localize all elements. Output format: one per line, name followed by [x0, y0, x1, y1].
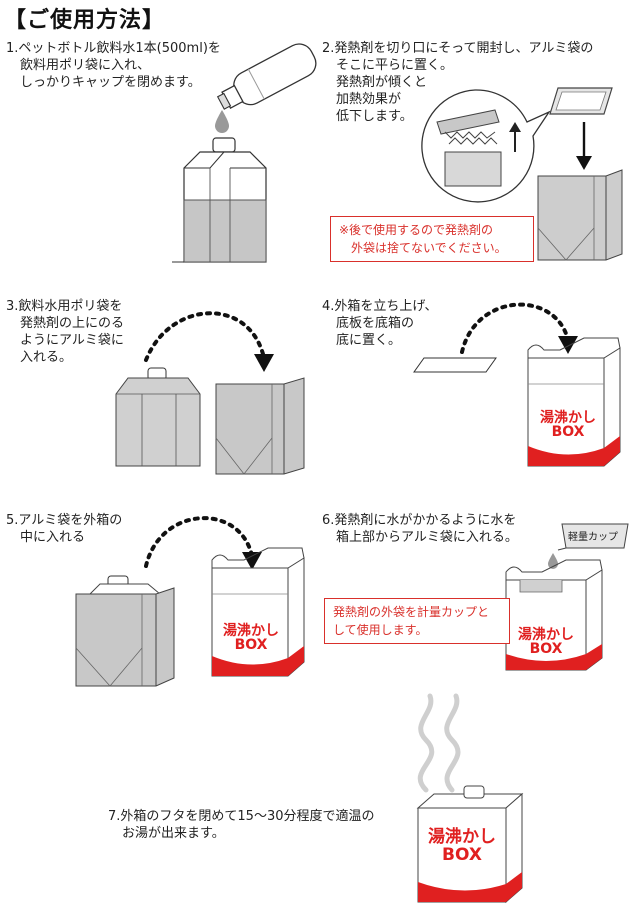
step-6-note-line-1: 発熱剤の外袋を計量カップと: [333, 605, 490, 619]
step-7-text: 7.外箱のフタを閉めて15〜30分程度で適温の お湯が出来ます。: [108, 808, 375, 842]
step-6-line-2: 箱上部からアルミ袋に入れる。: [336, 530, 518, 545]
step-2-text: 2.発熱剤を切り口にそって開封し、アルミ袋の そこに平らに置く。 発熱剤が傾くと…: [322, 40, 593, 125]
step-1-line-3: しっかりキャップを閉めます。: [20, 75, 201, 90]
step-2-sub-2: 加熱効果が: [336, 92, 402, 107]
box-label-step-7-line-2: BOX: [442, 845, 482, 865]
measuring-cup-label: 軽量カップ: [568, 532, 618, 543]
heater-bubble-illustration: [421, 89, 551, 203]
step-1-text: 1.ペットボトル飲料水1本(500ml)を 飲料用ポリ袋に入れ、 しっかりキャッ…: [6, 40, 221, 91]
poly-bag-step-3: [115, 367, 201, 467]
step-6-note: 発熱剤の外袋を計量カップと して使用します。: [324, 598, 510, 644]
step-2-sub-3: 低下します。: [336, 109, 413, 124]
open-box-step-4: [527, 337, 621, 467]
step-3-text: 3.飲料水用ポリ袋を 発熱剤の上にのる ようにアルミ袋に 入れる。: [6, 298, 124, 366]
step-5-line-2: 中に入れる: [20, 530, 86, 545]
box-label-step-6: 湯沸かし BOX: [506, 628, 586, 656]
box-label-step-6-line-2: BOX: [529, 641, 563, 657]
measuring-cup-illustration: [557, 523, 629, 551]
step-3-line-4: 入れる。: [20, 350, 73, 365]
step-7-line-1: 7.外箱のフタを閉めて15〜30分程度で適温の: [108, 809, 375, 824]
box-label-step-4-line-1: 湯沸かし: [540, 410, 596, 426]
step-2-line-1: 2.発熱剤を切り口にそって開封し、アルミ袋の: [322, 41, 594, 56]
water-drop-icon: [215, 110, 229, 133]
box-label-step-7: 湯沸かし BOX: [418, 828, 506, 864]
dotted-arrow-step-3: [144, 311, 274, 372]
open-box-step-6: [505, 559, 603, 671]
step-3-line-1: 3.飲料水用ポリ袋を: [6, 299, 123, 314]
box-label-step-4-line-2: BOX: [551, 424, 585, 440]
steam-illustration: [417, 693, 461, 793]
down-arrow-icon: [576, 122, 592, 170]
step-1-line-2: 飲料用ポリ袋に入れ、: [20, 58, 151, 73]
box-label-step-5-line-2: BOX: [234, 637, 268, 653]
poly-bag-illustration: [172, 137, 267, 263]
box-label-step-5: 湯沸かし BOX: [213, 624, 289, 652]
aluminum-bag-step-5: [75, 575, 175, 687]
closed-box-illustration: [416, 785, 524, 904]
step-4-line-3: 底に置く。: [336, 333, 402, 348]
step-4-text: 4.外箱を立ち上げ、 底板を底箱の 底に置く。: [322, 298, 438, 349]
step-1-line-1: 1.ペットボトル飲料水1本(500ml)を: [6, 41, 221, 56]
step-5-line-1: 5.アルミ袋を外箱の: [6, 513, 123, 528]
step-3-line-2: 発熱剤の上にのる: [20, 316, 125, 331]
step-2-note-line-1: ※後で使用するので発熱剤の: [339, 223, 494, 237]
box-label-step-5-line-1: 湯沸かし: [223, 623, 279, 639]
step-6-note-line-2: して使用します。: [333, 623, 428, 637]
base-plate-illustration: [413, 357, 497, 373]
step-5-text: 5.アルミ袋を外箱の 中に入れる: [6, 512, 122, 546]
step-4-line-2: 底板を底箱の: [336, 316, 415, 331]
page-title: 【ご使用方法】: [4, 8, 166, 33]
dotted-arrow-step-5: [144, 516, 262, 570]
step-2-note: ※後で使用するので発熱剤の 外袋は捨てないでください。: [330, 216, 534, 262]
step-3-line-3: ようにアルミ袋に: [20, 333, 124, 348]
step-7-line-2: お湯が出来ます。: [122, 826, 225, 841]
dotted-arrow-step-4: [460, 302, 578, 354]
box-label-step-6-line-1: 湯沸かし: [518, 627, 574, 643]
heater-packet-illustration: [549, 87, 613, 115]
open-box-step-5: [211, 547, 305, 677]
step-2-line-2: そこに平らに置く。: [336, 58, 454, 73]
step-6-line-1: 6.発熱剤に水がかかるように水を: [322, 513, 517, 528]
step-2-note-line-2: 外袋は捨てないでください。: [351, 241, 507, 255]
box-label-step-4: 湯沸かし BOX: [531, 411, 605, 439]
step-2-sub-1: 発熱剤が傾くと: [336, 75, 428, 90]
aluminum-bag-step-3: [215, 377, 305, 475]
aluminum-bag-illustration: [537, 169, 623, 261]
step-4-line-1: 4.外箱を立ち上げ、: [322, 299, 438, 314]
pet-bottle-illustration: [216, 43, 317, 110]
box-label-step-7-line-1: 湯沸かし: [428, 827, 496, 847]
step-6-text: 6.発熱剤に水がかかるように水を 箱上部からアルミ袋に入れる。: [322, 512, 518, 546]
